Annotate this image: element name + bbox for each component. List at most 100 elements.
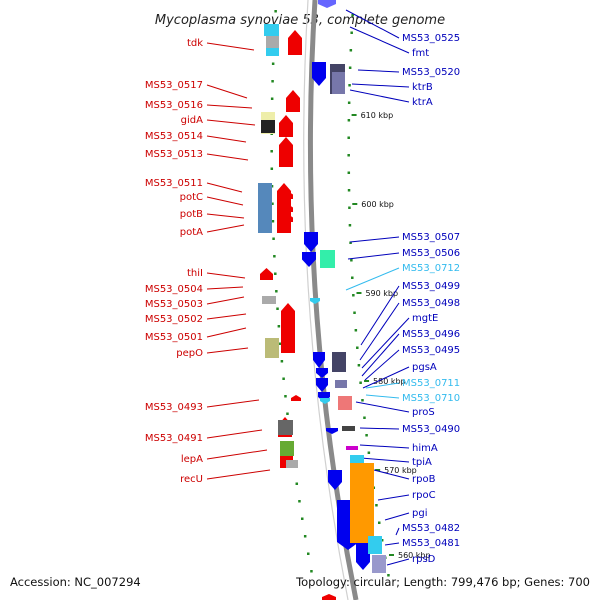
domain-block xyxy=(278,420,293,435)
gene-label: MS53_0482 xyxy=(402,523,460,534)
right-connector xyxy=(349,89,410,103)
reverse-gene xyxy=(304,232,318,252)
scale-tick xyxy=(276,307,279,310)
scale-tick xyxy=(350,259,353,262)
left-connector xyxy=(206,182,243,193)
right-connector xyxy=(357,69,400,73)
left-connector xyxy=(206,429,263,439)
right-connector xyxy=(365,394,400,399)
scale-tick xyxy=(270,185,274,188)
right-connector xyxy=(349,236,400,243)
left-connector xyxy=(206,399,260,408)
gene-label: potA xyxy=(180,227,203,238)
scale-tick xyxy=(349,49,353,52)
forward-gene xyxy=(279,203,293,212)
gene-label: lepA xyxy=(181,454,203,465)
scale-tick xyxy=(306,552,310,555)
gene-label: pgsA xyxy=(412,362,437,373)
kbp-label: 570 kbp xyxy=(384,466,417,475)
forward-gene xyxy=(279,137,293,167)
scale-tick xyxy=(377,521,381,524)
gene-label: MS53_0496 xyxy=(402,329,460,340)
forward-gene xyxy=(291,395,301,401)
right-connector xyxy=(349,26,410,54)
domain-block xyxy=(332,72,345,94)
gene-label: MS53_0506 xyxy=(402,248,460,259)
scale-tick xyxy=(357,364,361,367)
gene-label: mgtE xyxy=(412,313,438,324)
accession-text: Accession: NC_007294 xyxy=(10,575,141,589)
scale-tick xyxy=(279,342,282,345)
scale-tick xyxy=(380,539,384,542)
left-connector xyxy=(206,286,244,290)
scale-tick xyxy=(348,206,351,209)
gene-label: himA xyxy=(412,443,438,454)
kbp-tick xyxy=(352,203,358,205)
scale-tick xyxy=(349,241,352,244)
scale-tick xyxy=(270,150,273,153)
scale-tick xyxy=(348,84,351,87)
gene-label: thiI xyxy=(187,268,203,279)
gene-label: MS53_0513 xyxy=(145,149,203,160)
scale-tick xyxy=(347,119,351,122)
scale-tick xyxy=(347,171,351,174)
scale-tick xyxy=(274,10,277,13)
right-connector xyxy=(395,527,400,536)
gene-label: MS53_0491 xyxy=(145,433,203,444)
scale-tick xyxy=(348,224,352,227)
forward-gene xyxy=(286,90,300,112)
domain-block xyxy=(264,24,279,36)
domain-block xyxy=(342,426,355,431)
kbp-label: 580 kbp xyxy=(373,377,406,386)
left-connector xyxy=(206,135,247,143)
left-connector xyxy=(206,224,245,233)
map-title: Mycoplasma synoviae 53, complete genome xyxy=(155,13,445,28)
right-connector xyxy=(345,267,400,291)
forward-gene xyxy=(288,30,302,55)
gene-label: MS53_0514 xyxy=(145,131,203,142)
gene-label: gidA xyxy=(181,115,203,126)
reverse-gene xyxy=(302,252,316,267)
domain-block xyxy=(338,396,352,410)
gene-label: MS53_0493 xyxy=(145,402,203,413)
gene-label: pepO xyxy=(176,348,203,359)
left-connector xyxy=(206,196,244,206)
scale-tick xyxy=(295,482,299,485)
gene-label: MS53_0498 xyxy=(402,298,460,309)
right-connector xyxy=(359,427,400,430)
scale-tick xyxy=(303,535,307,538)
domain-block xyxy=(346,446,358,450)
right-connector xyxy=(386,558,410,566)
forward-gene xyxy=(281,303,295,353)
label-connectors xyxy=(206,9,410,566)
gene-label: MS53_0516 xyxy=(145,100,203,111)
scale-tick xyxy=(361,399,364,402)
reverse-gene xyxy=(356,540,370,570)
forward-gene xyxy=(279,190,293,199)
right-connector xyxy=(351,83,410,88)
domain-block xyxy=(332,352,346,372)
domain-block xyxy=(265,338,279,358)
left-connector xyxy=(206,296,245,305)
left-connector xyxy=(206,119,256,126)
kbp-tick xyxy=(351,114,357,116)
right-connector xyxy=(364,349,400,381)
right-connector xyxy=(347,252,400,260)
domain-block xyxy=(280,441,294,456)
scale-tick xyxy=(367,451,371,454)
right-connector xyxy=(355,401,410,413)
scale-tick xyxy=(286,412,289,415)
left-connector xyxy=(206,347,249,354)
scale-tick xyxy=(347,101,351,104)
gene-label: MS53_0495 xyxy=(402,345,460,356)
gene-label: proS xyxy=(412,407,435,418)
scale-tick xyxy=(363,416,366,419)
kbp-label: 610 kbp xyxy=(361,111,394,120)
kbp-label: 560 kbp xyxy=(398,551,431,560)
reverse-gene xyxy=(310,298,320,304)
forward-gene xyxy=(279,213,293,222)
left-gene-labels: tdkMS53_0517MS53_0516gidAMS53_0514MS53_0… xyxy=(145,38,203,485)
forward-gene xyxy=(260,268,273,280)
kbp-tick xyxy=(388,554,394,556)
